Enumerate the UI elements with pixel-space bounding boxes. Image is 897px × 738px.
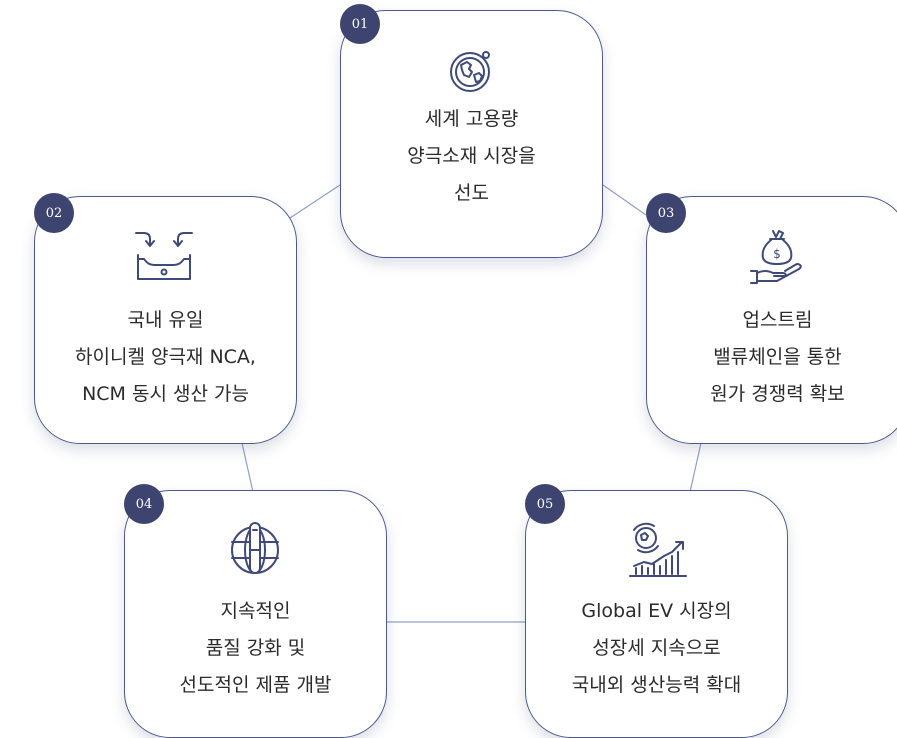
step-card-03	[646, 196, 897, 444]
step-badge-01: 01	[340, 4, 380, 44]
step-text-04: 지속적인 품질 강화 및 선도적인 제품 개발	[124, 593, 387, 704]
svg-text:$: $	[773, 247, 781, 261]
step-badge-03: 03	[646, 193, 686, 233]
step-line: 하이니켈 양극재 NCA,	[75, 346, 256, 368]
step-line: 원가 경쟁력 확보	[710, 383, 845, 405]
connector-01-03	[602, 184, 647, 216]
step-text-02: 국내 유일 하이니켈 양극재 NCA, NCM 동시 생산 가능	[34, 302, 297, 413]
refinery-tank-icon	[134, 227, 194, 287]
step-line: 밸류체인을 통한	[713, 346, 842, 368]
step-line: 선도적인 제품 개발	[179, 674, 332, 696]
step-line: NCM 동시 생산 가능	[82, 383, 249, 405]
step-card-02	[34, 196, 297, 444]
globe-icon	[441, 41, 501, 101]
step-badge-05: 05	[525, 484, 565, 524]
step-text-03: 업스트림 밸류체인을 통한 원가 경쟁력 확보	[646, 302, 897, 413]
step-line: Global EV 시장의	[581, 600, 732, 622]
step-line: 국내 유일	[127, 309, 204, 331]
step-line: 국내외 생산능력 확대	[571, 674, 742, 696]
step-card-05	[525, 490, 788, 738]
money-bag-hand-icon: $	[747, 227, 807, 287]
step-line: 업스트림	[742, 309, 813, 331]
globe-growth-chart-icon	[628, 520, 688, 580]
connector-03-05	[689, 442, 702, 493]
step-line: 세계 고용량	[424, 108, 519, 130]
step-line: 지속적인	[220, 600, 291, 622]
step-text-01: 세계 고용량 양극소재 시장을 선도	[340, 101, 603, 212]
step-card-01	[340, 10, 603, 258]
step-badge-04: 04	[124, 484, 164, 524]
step-badge-02: 02	[34, 193, 74, 233]
connector-02-04	[241, 442, 254, 493]
connector-01-02	[289, 184, 341, 219]
step-text-05: Global EV 시장의 성장세 지속으로 국내외 생산능력 확대	[525, 593, 788, 704]
step-line: 양극소재 시장을	[407, 145, 536, 167]
step-line: 성장세 지속으로	[592, 637, 721, 659]
step-line: 선도	[454, 182, 489, 204]
step-line: 품질 강화 및	[205, 637, 306, 659]
test-tube-globe-icon	[225, 520, 285, 580]
